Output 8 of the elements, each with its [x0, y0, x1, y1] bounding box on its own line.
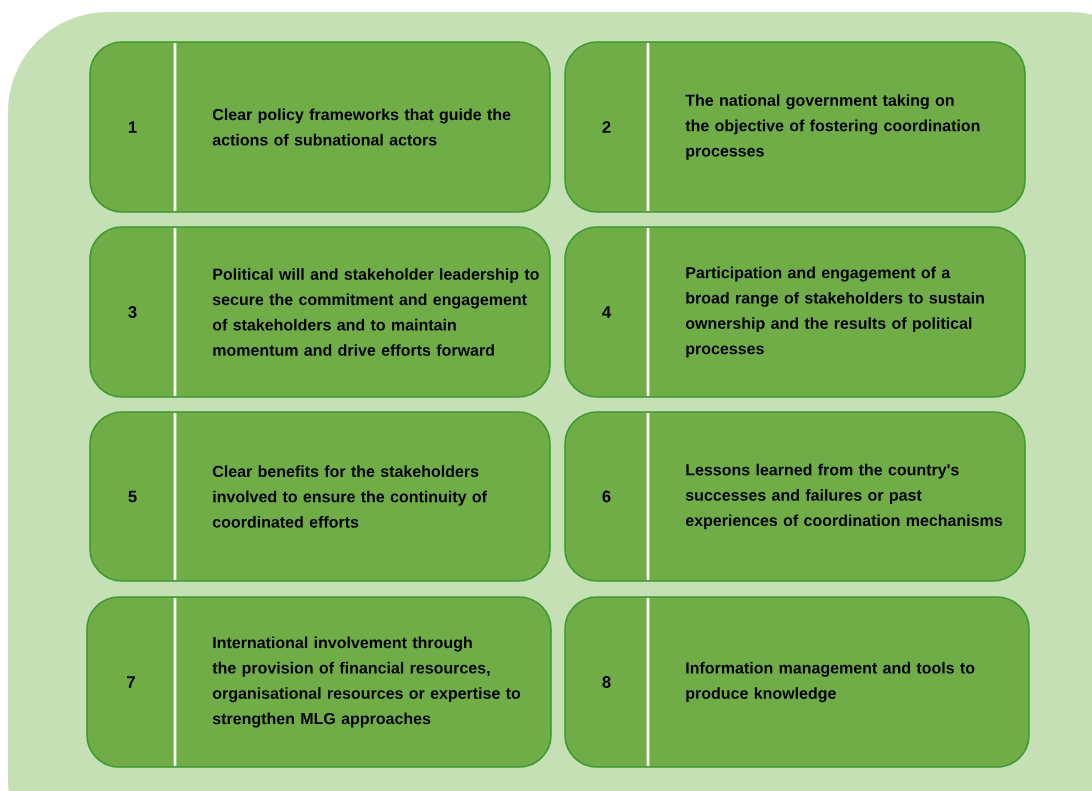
- numbered-box: 8 Information management and tools to produce knowledge: [564, 596, 1030, 768]
- numbered-box: 1 Clear policy frameworks that guide the actions of subnational actors: [89, 41, 551, 213]
- numbered-box: 6 Lessons learned from the country's successes and failures or past experiences of coordination mechanisms: [564, 411, 1026, 582]
- numbered-box: 5 Clear benefits for the stakeholders involved to ensure the continuity of coordinated efforts: [89, 411, 551, 582]
- numbered-box: 4 Participation and engagement of a broad range of stakeholders to sustain ownership and the results of political processes: [564, 226, 1026, 398]
- numbered-box: 3 Political will and stakeholder leadership to secure the commitment and engagement of stakeholders and to maintain momentum and drive efforts forward: [89, 226, 551, 398]
- numbered-box: 7 International involvement through the provision of financial resources, organisational resources or expertise to strengthen MLG approaches: [86, 596, 552, 768]
- numbered-box: 2 The national government taking on the objective of fostering coordination processes: [564, 41, 1026, 213]
